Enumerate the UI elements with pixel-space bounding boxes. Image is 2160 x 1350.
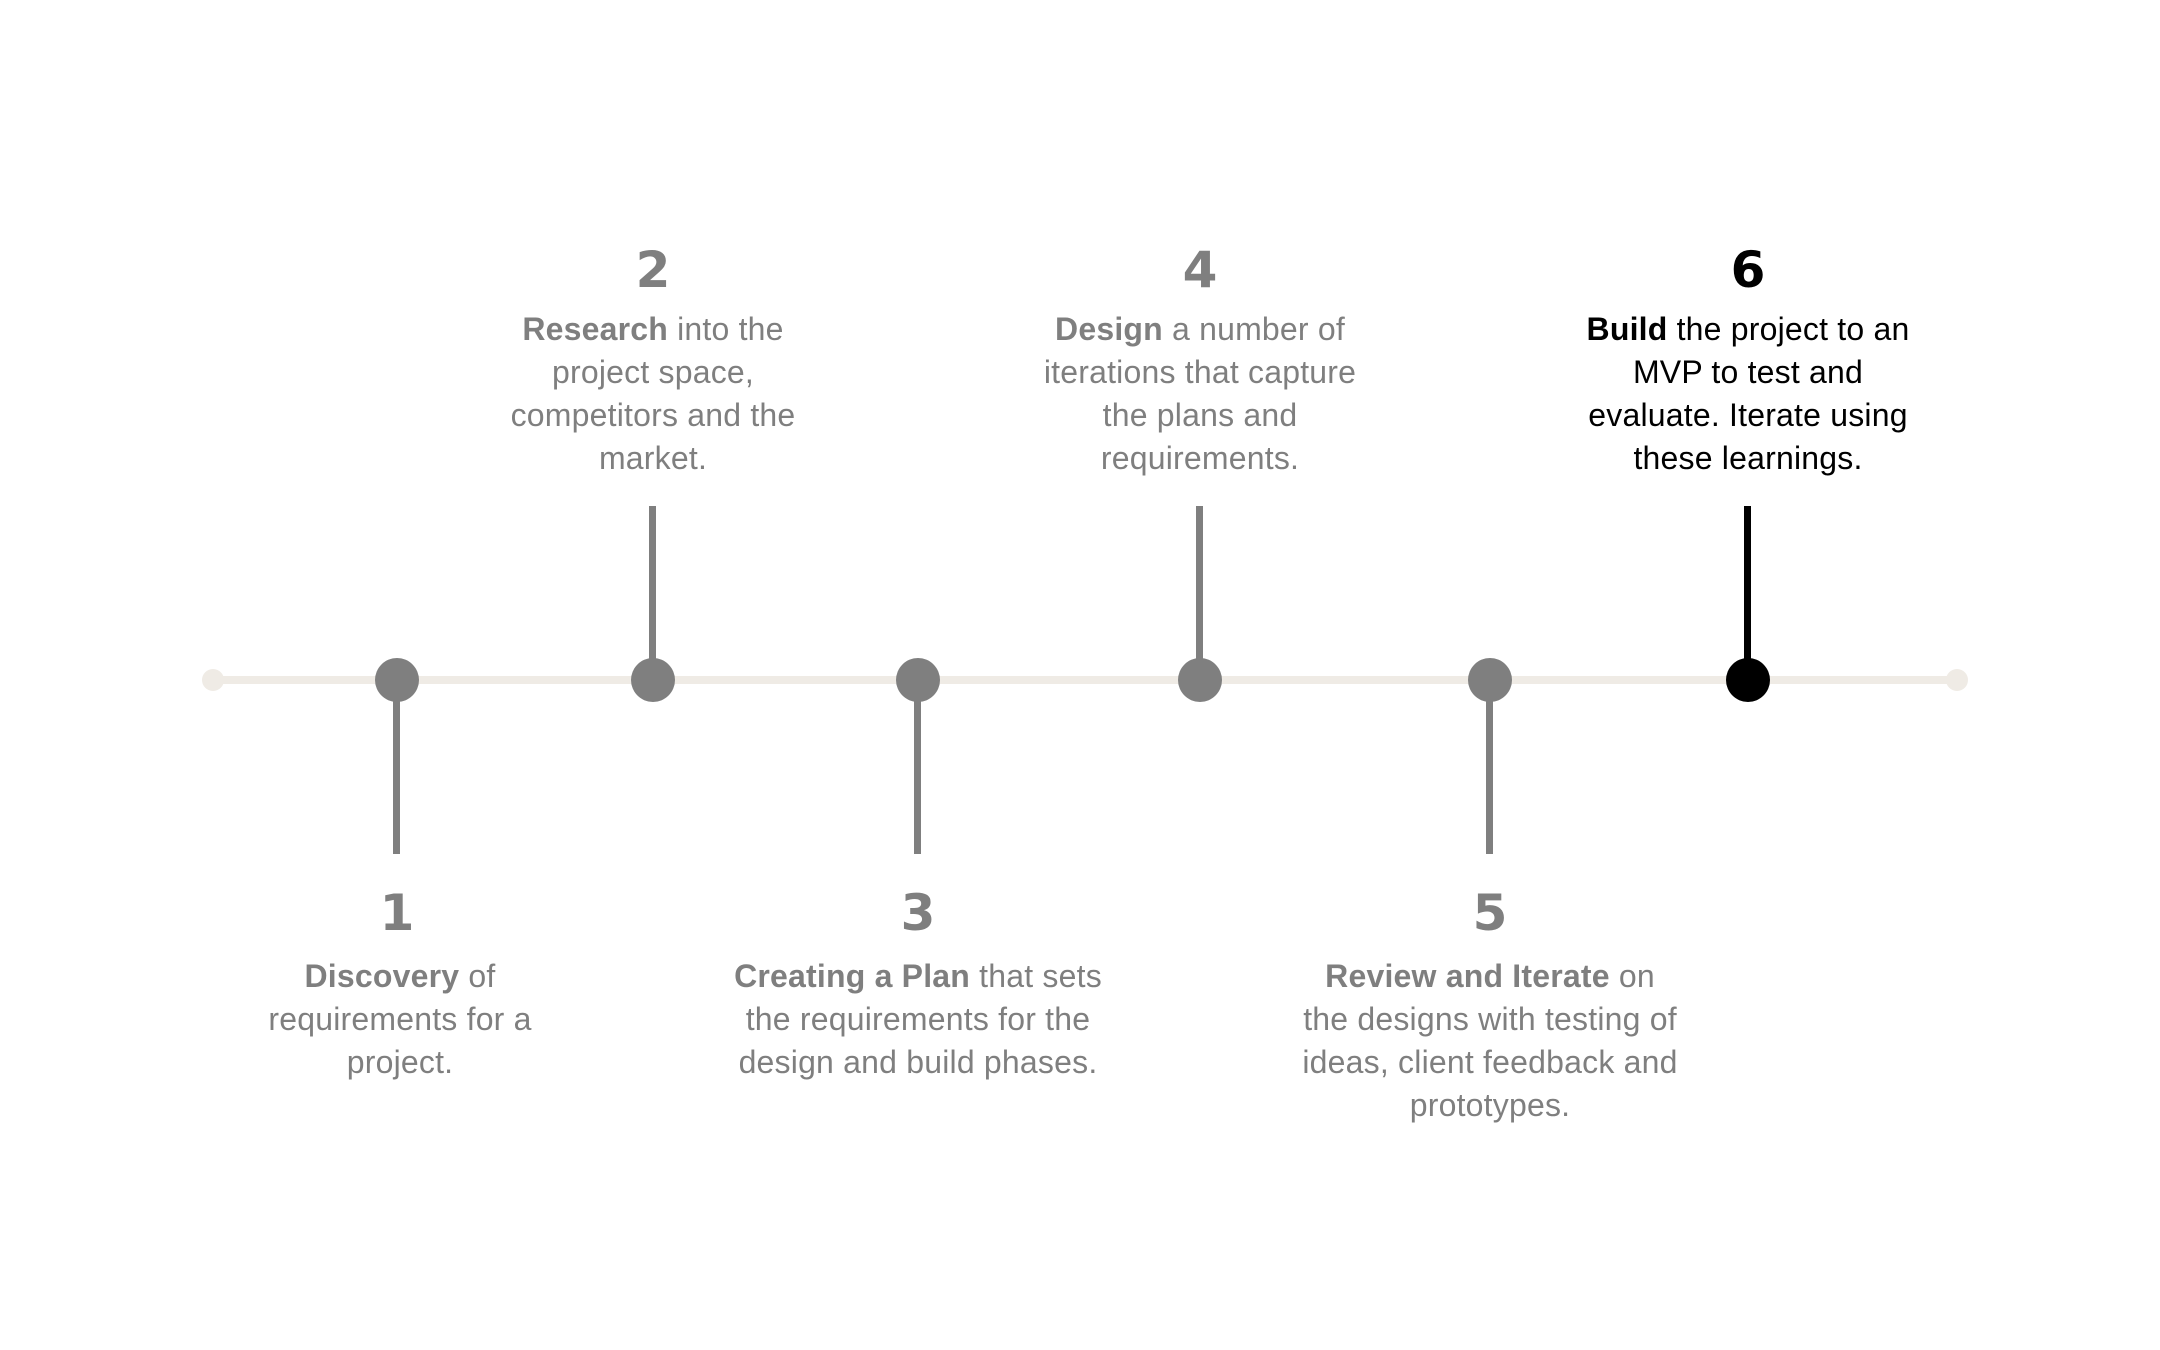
timeline-start-cap [202,669,224,691]
timeline-end-cap [1946,669,1968,691]
step-6-text: the project to an MVP to test and evalua… [1588,311,1910,476]
step-5-stem [1486,680,1493,854]
step-1-title: Discovery [304,958,460,994]
step-3-number: 3 [900,884,936,942]
timeline-track [213,676,1957,684]
step-5-text: on the designs with testing of ideas, cl… [1302,958,1678,1123]
step-2-description: Research into the project space, competi… [493,308,813,480]
step-4-title: Design [1055,311,1163,347]
step-4-stem [1196,506,1203,680]
step-1-number: 1 [379,884,415,942]
step-1-stem [393,680,400,854]
step-2-text: into the project space, competitors and … [510,311,796,476]
step-1-text: of requirements for a project. [268,958,532,1080]
step-3-stem [914,680,921,854]
step-6-description: Build the project to an MVP to test and … [1573,308,1923,480]
step-2-number: 2 [635,241,671,299]
step-5-number: 5 [1472,884,1508,942]
step-3-title: Creating a Plan [734,958,971,994]
step-6-title: Build [1586,311,1668,347]
step-3-description: Creating a Plan that sets the requiremen… [733,955,1103,1084]
step-1-description: Discovery of requirements for a project. [220,955,580,1084]
step-6-number: 6 [1730,241,1766,299]
step-2-title: Research [522,311,669,347]
step-3-text: that sets the requirements for the desig… [738,958,1102,1080]
step-5-title: Review and Iterate [1325,958,1610,994]
step-4-number: 4 [1182,241,1218,299]
step-5-description: Review and Iterate on the designs with t… [1300,955,1680,1127]
step-6-stem [1744,506,1751,680]
step-2-stem [649,506,656,680]
step-4-text: a number of iterations that capture the … [1043,311,1357,476]
step-4-description: Design a number of iterations that captu… [1020,308,1380,480]
